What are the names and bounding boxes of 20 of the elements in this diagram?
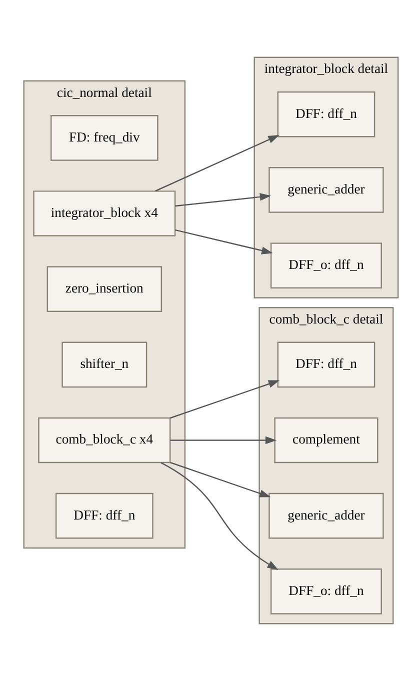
arrow: [170, 436, 276, 444]
node-box: DFF: dff_n: [276, 342, 375, 388]
node-box: complement: [274, 417, 378, 464]
arrow: [174, 193, 271, 207]
arrow: [160, 462, 278, 570]
node-box: generic_adder: [268, 167, 384, 213]
node-box: FD: freq_div: [50, 114, 158, 161]
arrow: [174, 229, 272, 254]
node-box: zero_insertion: [46, 266, 162, 312]
arrow: [170, 380, 280, 419]
node-box: comb_block_c x4: [38, 417, 170, 464]
node-box: DFF: dff_n: [54, 492, 153, 539]
node-box: shifter_n: [61, 342, 147, 388]
node-box: integrator_block x4: [32, 190, 176, 236]
arrow: [170, 462, 270, 498]
node-box: DFF_o: dff_n: [270, 242, 382, 288]
node-box: generic_adder: [268, 492, 384, 539]
arrow: [154, 134, 279, 192]
node-box: DFF: dff_n: [276, 91, 375, 138]
node-box: DFF_o: dff_n: [270, 568, 382, 614]
